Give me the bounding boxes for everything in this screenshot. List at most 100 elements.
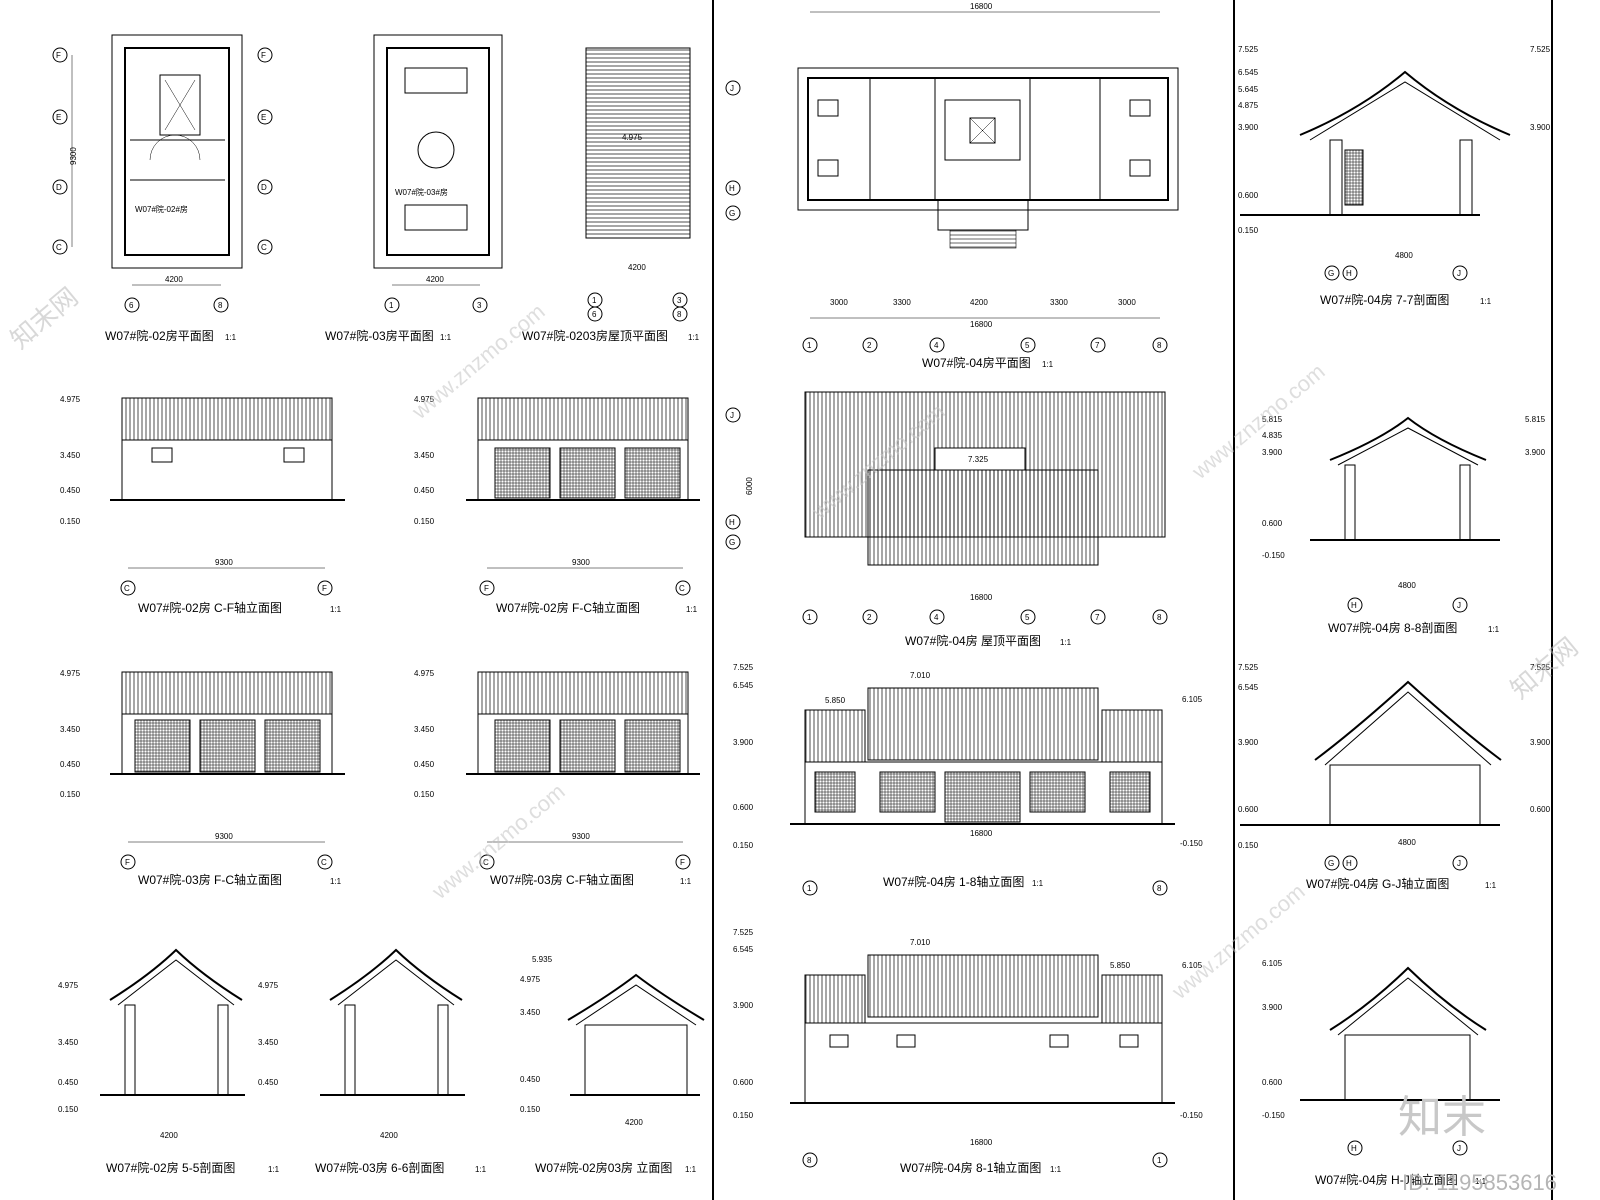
level-7525: 7.525 — [733, 928, 754, 937]
sheet-frame — [712, 0, 1553, 1200]
title-plan-04: W07#院-04房平面图 — [922, 355, 1031, 370]
level-4835: 4.835 — [1262, 431, 1283, 440]
axis-C: C — [679, 584, 685, 593]
axis-1: 1 — [1157, 1156, 1162, 1165]
axis-8: 8 — [1157, 613, 1162, 622]
axis-H: H — [1351, 1144, 1357, 1153]
scale-elev-02-cf: 1:1 — [330, 605, 342, 614]
axis-E: E — [56, 113, 61, 122]
axis-6: 6 — [592, 310, 597, 319]
elevation-02-cf: 4.975 3.450 0.450 0.150 9300 C F W07#院-0… — [60, 395, 345, 615]
roof-plan-04: 7.325 J H G 6000 16800 1 2 4 5 7 8 W07#院… — [725, 391, 1168, 648]
dim-16800: 16800 — [970, 1138, 993, 1147]
axis-C: C — [261, 243, 267, 252]
level-5850: 5.850 — [1110, 961, 1131, 970]
elevation-02-fc: 4.975 3.450 0.450 0.150 9300 F C W07#院-0… — [414, 395, 700, 615]
scale-elev-03-cf: 1:1 — [680, 877, 692, 886]
watermark-zh-2: 知末网 — [1505, 631, 1584, 704]
level-3900: 3.900 — [1238, 123, 1259, 132]
level-4975: 4.975 — [520, 975, 541, 984]
axis-1: 1 — [389, 301, 394, 310]
level-6105: 6.105 — [1262, 959, 1283, 968]
axis-8: 8 — [807, 1156, 812, 1165]
scale-section-8-8: 1:1 — [1488, 625, 1500, 634]
axis-1: 1 — [807, 613, 812, 622]
level-5850: 5.850 — [825, 696, 846, 705]
grid-axes-02: F E D C 6 8 — [52, 47, 229, 313]
level-0450: 0.450 — [258, 1078, 279, 1087]
level-0450: 0.450 — [414, 486, 435, 495]
level-3450: 3.450 — [60, 451, 81, 460]
axis-8: 8 — [1157, 884, 1162, 893]
level-0150: 0.150 — [414, 517, 435, 526]
axis-F: F — [56, 51, 61, 60]
title-elev-04-8-1: W07#院-04房 8-1轴立面图 — [900, 1160, 1041, 1175]
axis-F: F — [261, 51, 266, 60]
watermark-zh-1: 知末网 — [5, 281, 84, 354]
level-6545: 6.545 — [733, 945, 754, 954]
room-02-label: W07#院-02#房 — [135, 204, 188, 214]
level-0150: 0.150 — [733, 841, 754, 850]
axis-F: F — [322, 584, 327, 593]
dim-16800: 16800 — [970, 320, 993, 329]
level-4975: 4.975 — [414, 395, 435, 404]
level-6545: 6.545 — [1238, 68, 1259, 77]
axis-4: 4 — [934, 613, 939, 622]
section-6-6: 4.975 3.450 0.450 4200 W07#院-03房 6-6剖面图 … — [258, 948, 487, 1175]
level-0150: 0.150 — [733, 1111, 754, 1120]
level-5815: 5.815 — [1262, 415, 1283, 424]
level-0600: 0.600 — [1262, 1078, 1283, 1087]
level-3900: 3.900 — [1262, 448, 1283, 457]
dim-4200: 4200 — [970, 298, 988, 307]
axis-8: 8 — [677, 310, 682, 319]
scale-elev-04-1-8: 1:1 — [1032, 879, 1044, 888]
level-minus-0150: -0.150 — [1262, 551, 1285, 560]
dim-4200: 4200 — [426, 275, 444, 284]
axis-8: 8 — [218, 301, 223, 310]
level-0600-r: 0.600 — [1530, 805, 1551, 814]
level-3450: 3.450 — [414, 451, 435, 460]
level-0150: 0.150 — [58, 1105, 79, 1114]
dim-9300: 9300 — [215, 558, 233, 567]
scale-plan-03: 1:1 — [440, 333, 452, 342]
scale-roof-04: 1:1 — [1060, 638, 1072, 647]
title-roof-0203: W07#院-0203房屋顶平面图 — [522, 328, 668, 343]
title-section-7-7: W07#院-04房 7-7剖面图 — [1320, 292, 1449, 307]
dim-4200: 4200 — [160, 1131, 178, 1140]
level-0150: 0.150 — [60, 517, 81, 526]
axis-C: C — [124, 584, 130, 593]
section-5-5: 4.975 3.450 0.450 0.150 4200 W07#院-02房 5… — [58, 948, 280, 1175]
level-7525-r: 7.525 — [1530, 663, 1551, 672]
plan-02: W07#院-02#房 F E D C 6 8 4200 9300 W07#院-0… — [52, 34, 243, 343]
dim-3000: 3000 — [1118, 298, 1136, 307]
dim-9300: 9300 — [572, 558, 590, 567]
dim-4800: 4800 — [1395, 251, 1413, 260]
axis-G: G — [1328, 269, 1334, 278]
level-3900: 3.900 — [1238, 738, 1259, 747]
scale-section-5-5: 1:1 — [268, 1165, 280, 1174]
axis-5: 5 — [1025, 613, 1030, 622]
level-3900: 3.900 — [733, 738, 754, 747]
axis-F: F — [484, 584, 489, 593]
axis-G: G — [729, 538, 735, 547]
level-0450: 0.450 — [520, 1075, 541, 1084]
elevation-04-8-1: 7.525 6.545 3.900 0.600 0.150 7.010 5.85… — [733, 928, 1203, 1175]
axis-D: D — [261, 183, 267, 192]
level-6545: 6.545 — [733, 681, 754, 690]
dim-3300: 3300 — [1050, 298, 1068, 307]
axis-H: H — [1351, 601, 1357, 610]
section-8-8: 5.815 4.835 3.900 0.600 -0.150 5.815 3.9… — [1262, 415, 1546, 635]
level-3450: 3.450 — [520, 1008, 541, 1017]
axis-J: J — [1457, 269, 1461, 278]
roof-level: 4.975 — [622, 133, 643, 142]
axis-1: 1 — [592, 296, 597, 305]
scale-plan-02: 1:1 — [225, 333, 237, 342]
elevation-04-hj: 6.105 3.900 0.600 -0.150 H J W07#院-04房 H… — [1262, 959, 1500, 1187]
axis-E: E — [261, 113, 266, 122]
axis-H: H — [1346, 859, 1352, 868]
title-elev-02-fc: W07#院-02房 F-C轴立面图 — [496, 600, 640, 615]
level-0150: 0.150 — [520, 1105, 541, 1114]
level-7525-r: 7.525 — [1530, 45, 1551, 54]
axis-C: C — [483, 858, 489, 867]
